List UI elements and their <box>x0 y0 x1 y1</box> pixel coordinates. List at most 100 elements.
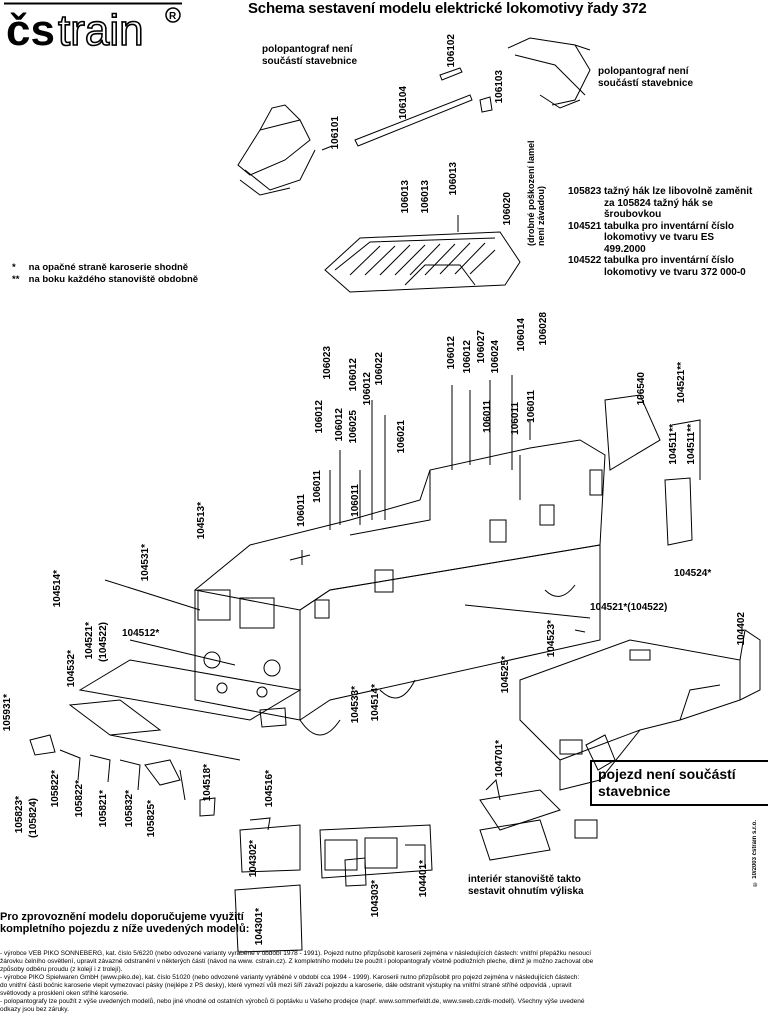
part-label: 104511** <box>668 424 679 465</box>
copyright: © 10/2003 čstrain s.r.o. <box>752 820 758 887</box>
page-title: Schema sestavení modelu elektrické lokom… <box>248 0 647 17</box>
part-label: 106023 <box>322 346 333 380</box>
legend: * na opačné straně karoserie shodně ** n… <box>12 262 198 286</box>
part-label: 105931* <box>2 694 13 732</box>
roof-grille <box>324 215 521 293</box>
part-label: 104518* <box>202 764 213 802</box>
left-pantograph-note: polopantograf není součástí stavebnice <box>262 44 358 67</box>
part-label: 106011 <box>296 494 307 527</box>
part-label: 106011 <box>510 402 521 435</box>
part-label: 106012 <box>362 372 373 406</box>
footer-line: do vnitřní části bočnic karoserie vlepit… <box>0 982 572 989</box>
footer-line: žárovku čelního osvětlení, upravit závaz… <box>0 958 594 965</box>
part-label: 106013 <box>448 162 459 196</box>
part-label: 104302* <box>248 840 259 878</box>
part-label: 105821* <box>98 790 109 828</box>
part-label: 106013 <box>420 180 431 214</box>
footer-line: - výrobce VEB PIKO SONNEBERG, kat. číslo… <box>0 950 592 957</box>
part-label: 104402 <box>736 612 747 646</box>
footer-line: světlovody a prosklení oken stříhé karos… <box>0 990 129 997</box>
part-label: 105822* <box>74 780 85 818</box>
legend-item: * na opačné straně karoserie shodně <box>12 262 189 273</box>
footer-line: - výrobce PIKO Spielwaren GmbH (www.piko… <box>0 974 580 981</box>
part-label: 104514* <box>370 684 381 722</box>
part-label: 104401* <box>418 860 429 898</box>
part-label: 106540 <box>636 372 647 406</box>
part-label: 104513* <box>196 502 207 540</box>
part-label: 105823* <box>14 796 25 834</box>
part-label: 106012 <box>462 340 473 374</box>
legend-item: ** na boku každého stanoviště obdobně <box>12 274 199 285</box>
part-label: (104522) <box>98 622 109 663</box>
interior-note: interiér stanoviště takto sestavit ohnut… <box>468 874 584 897</box>
part-label: 104514* <box>52 570 63 608</box>
part-label: 104301* <box>254 908 265 946</box>
logo-registered: R <box>169 11 177 22</box>
part-label: 104511** <box>686 424 697 465</box>
part-label: 106102 <box>446 34 457 68</box>
cstrain-logo: čs train R <box>4 2 182 56</box>
part-label: 104516* <box>264 770 275 808</box>
part-label: 106022 <box>374 352 385 386</box>
part-label: 105822* <box>50 770 61 808</box>
part-label: 106025 <box>348 410 359 444</box>
part-label: 104521** <box>676 362 687 404</box>
right-pantograph-note: polopantograf není součástí stavebnice <box>598 66 694 89</box>
cab-interior <box>479 778 598 861</box>
footer-text: - výrobce VEB PIKO SONNEBERG, kat. číslo… <box>0 950 768 1014</box>
part-label: 106103 <box>494 70 505 104</box>
footer-line: odkazy jsou bez záruky. <box>0 1006 69 1013</box>
part-label: 106012 <box>334 408 345 442</box>
part-label: 106014 <box>516 318 527 352</box>
part-label: 106011 <box>526 390 537 423</box>
footer-line: - polopantografy lze použít z výše uvede… <box>0 998 585 1005</box>
logo-text-outline: train <box>58 6 144 50</box>
part-label: 104532* <box>66 650 77 688</box>
cab-window-piece <box>604 394 661 471</box>
part-label: 104533* <box>350 686 361 724</box>
roof-rail <box>354 94 473 147</box>
chassis-not-included-note: pojezd není součástí stavebnice <box>590 760 768 806</box>
part-label: 105832* <box>124 790 135 828</box>
right-pantograph <box>507 37 591 109</box>
part-label: 106011 <box>350 484 361 517</box>
part-label: 104524* <box>674 568 712 579</box>
part-label: 106011 <box>482 400 493 433</box>
logo-text: čs <box>6 6 55 50</box>
part-label: 104531* <box>140 544 151 582</box>
part-label: 106101 <box>330 116 341 150</box>
front-fascia <box>319 824 433 879</box>
part-label: 106012 <box>348 358 359 392</box>
part-label: 106011 <box>312 470 323 503</box>
part-label: 106012 <box>446 336 457 370</box>
part-label: 106104 <box>398 86 409 120</box>
part-label: 104523* <box>546 620 557 658</box>
part-label: 106012 <box>314 400 325 434</box>
part-label: 106021 <box>396 420 407 454</box>
damage-note: (drobné poškození lamel není závadou) <box>526 140 546 246</box>
part-label: 104303* <box>370 880 381 918</box>
logo-graphic: čs train R <box>4 2 182 56</box>
part-label: 106027 <box>476 330 487 364</box>
part-label: (105824) <box>28 798 39 839</box>
part-label: 104521*(104522) <box>590 602 668 613</box>
left-pantograph <box>237 104 316 196</box>
buffers-couplers <box>29 659 302 801</box>
locomotive-body <box>193 439 606 736</box>
part-label: 104525* <box>500 656 511 694</box>
part-label: 104512* <box>122 628 160 639</box>
part-label: 105825* <box>146 800 157 838</box>
cab-wall-parts <box>199 707 367 953</box>
part-label: 106028 <box>538 312 549 346</box>
part-label: 104701* <box>494 740 505 778</box>
part-label: 106024 <box>490 340 501 374</box>
part-label: 104521* <box>84 622 95 660</box>
footer-line: způsoby odběru proudu (z kolejí i z trol… <box>0 966 123 973</box>
part-label: 106020 <box>502 192 513 226</box>
recommendation-heading: Pro zprovoznění modelu doporučujeme využ… <box>0 911 250 935</box>
